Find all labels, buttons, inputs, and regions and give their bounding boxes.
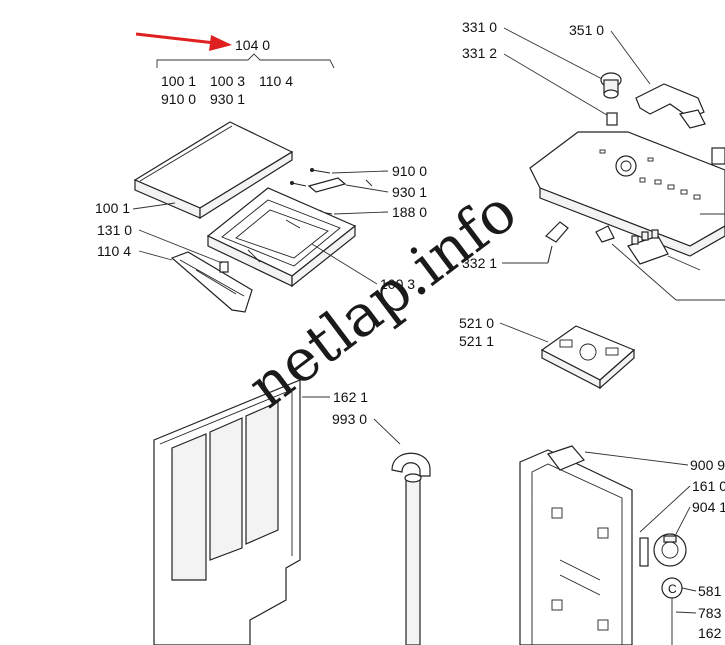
label-top-row1-a: 100 1 (161, 73, 196, 89)
cabinet-panel-part (519, 445, 649, 645)
label-hose-9930: 993 0 (332, 411, 367, 427)
red-arrow-icon (135, 32, 232, 51)
control-panel-part (529, 131, 725, 257)
label-5810: 581 (698, 583, 722, 599)
screw-part (290, 168, 331, 187)
label-panel-1621: 162 1 (333, 389, 368, 405)
label-top-row2-b: 930 1 (210, 91, 245, 107)
label-board-5210: 521 0 (459, 315, 494, 331)
side-panel-part (153, 379, 301, 645)
label-screw-1880: 188 0 (392, 204, 427, 220)
label-top-row1-c: 110 4 (259, 73, 293, 89)
handle-part (170, 251, 253, 313)
label-board-5211: 521 1 (459, 333, 494, 349)
label-1610: 161 0 (692, 478, 725, 494)
label-knob-3310: 331 0 (462, 19, 497, 35)
label-top-group: 104 0 (235, 37, 270, 53)
label-deflector-1310: 131 0 (97, 222, 132, 238)
label-lid: 100 1 (95, 200, 130, 216)
label-clip-3321: 332 1 (462, 255, 497, 271)
capacitor-c-icon: C (668, 582, 677, 596)
label-screw-9100: 910 0 (392, 163, 427, 179)
capacitor-part: C (661, 577, 683, 645)
lid-part (133, 121, 294, 220)
label-plate-9301: 930 1 (392, 184, 427, 200)
label-1620: 162 (698, 625, 722, 641)
plate-part (307, 177, 347, 193)
label-frame-1003: 100 3 (380, 276, 415, 292)
hose-part (391, 452, 431, 645)
knob-part (600, 72, 622, 126)
pump-part (653, 533, 687, 567)
bracket-part (635, 83, 706, 129)
label-knob-3312: 331 2 (462, 45, 497, 61)
top-frame-part (206, 187, 357, 288)
switch-block-part (595, 225, 669, 265)
group-bracket (156, 53, 335, 69)
label-9009: 900 9 (690, 457, 725, 473)
label-handle-1104: 110 4 (97, 243, 131, 259)
label-top-row2-a: 910 0 (161, 91, 196, 107)
control-board-part (540, 325, 636, 390)
deflector-clip (219, 261, 229, 273)
label-bracket-3510: 351 0 (569, 22, 604, 38)
label-top-row1-b: 100 3 (210, 73, 245, 89)
label-7830: 783 (698, 605, 722, 621)
label-9041: 904 1 (692, 499, 725, 515)
